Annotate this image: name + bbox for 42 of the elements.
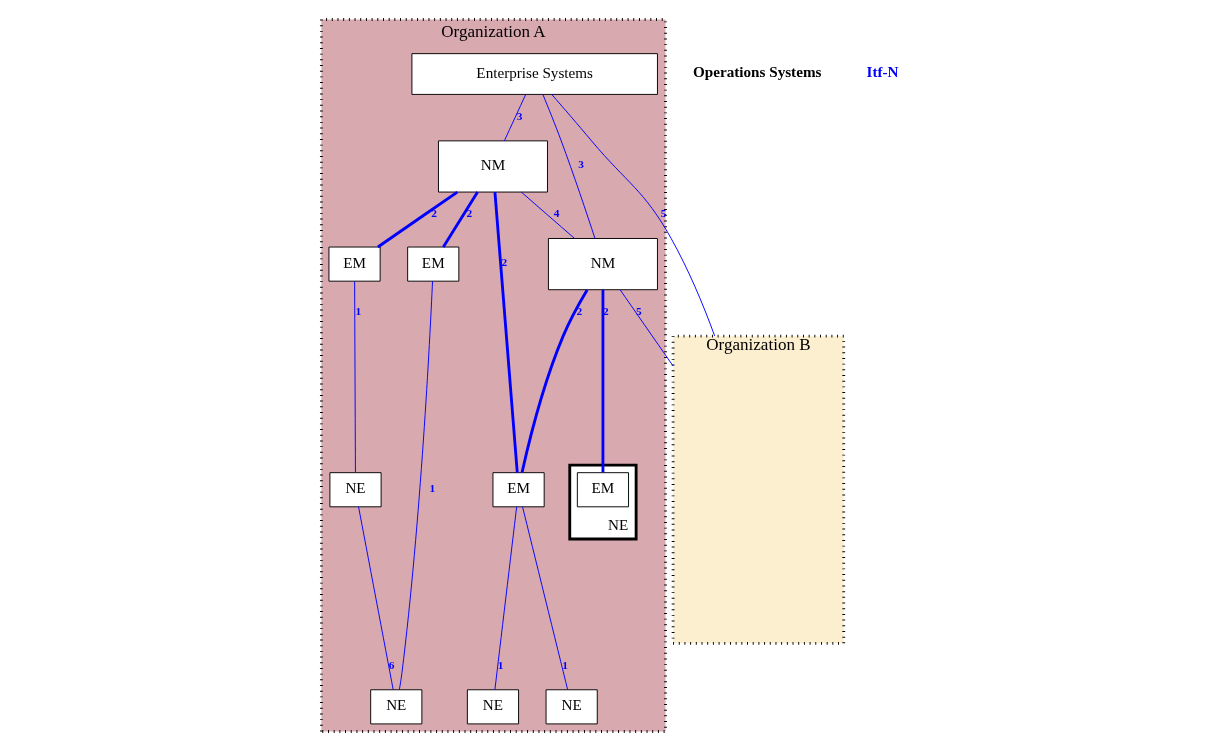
node-box: Organization B [671,334,846,645]
connector [520,289,589,473]
connector [354,281,356,474]
connector [398,280,433,691]
connector [358,506,394,690]
edge-label: 1 [429,481,436,494]
node-box: EM [328,246,381,282]
connector [601,289,605,473]
connector [503,94,527,142]
edge-label: 2 [431,207,438,220]
node-box: NE [370,689,423,725]
node-box: NE [466,689,520,725]
connector [377,190,459,249]
edge-label: 2 [501,256,508,269]
edge-label: 5 [636,304,642,317]
connector [493,191,519,473]
connector [522,506,569,690]
edge-label: 5 [660,207,667,220]
connector [494,506,518,690]
connector [542,94,596,239]
edge-label: 6 [388,658,395,671]
node-box: NE [329,472,382,508]
edge-label: 3 [578,158,584,171]
connector [551,94,716,337]
label: Operations Systems [693,62,822,80]
connector [520,191,575,239]
edge-label: 2 [466,207,473,220]
connector [442,191,479,248]
node-box: EM [407,246,460,282]
label: Itf-N [866,62,899,80]
node-box: Enterprise Systems [411,53,658,95]
edge-label: 4 [553,207,560,220]
connector [619,289,674,367]
edge-label: 1 [497,658,504,671]
node-box: NM [547,238,658,291]
edge-label: 3 [516,109,523,122]
node-box: EM [576,472,629,508]
edge-label: 1 [562,658,568,671]
node-box: EM [492,472,545,508]
edge-label: 1 [355,304,362,317]
node-box: NE [545,689,598,725]
node-box: NM [438,140,548,193]
